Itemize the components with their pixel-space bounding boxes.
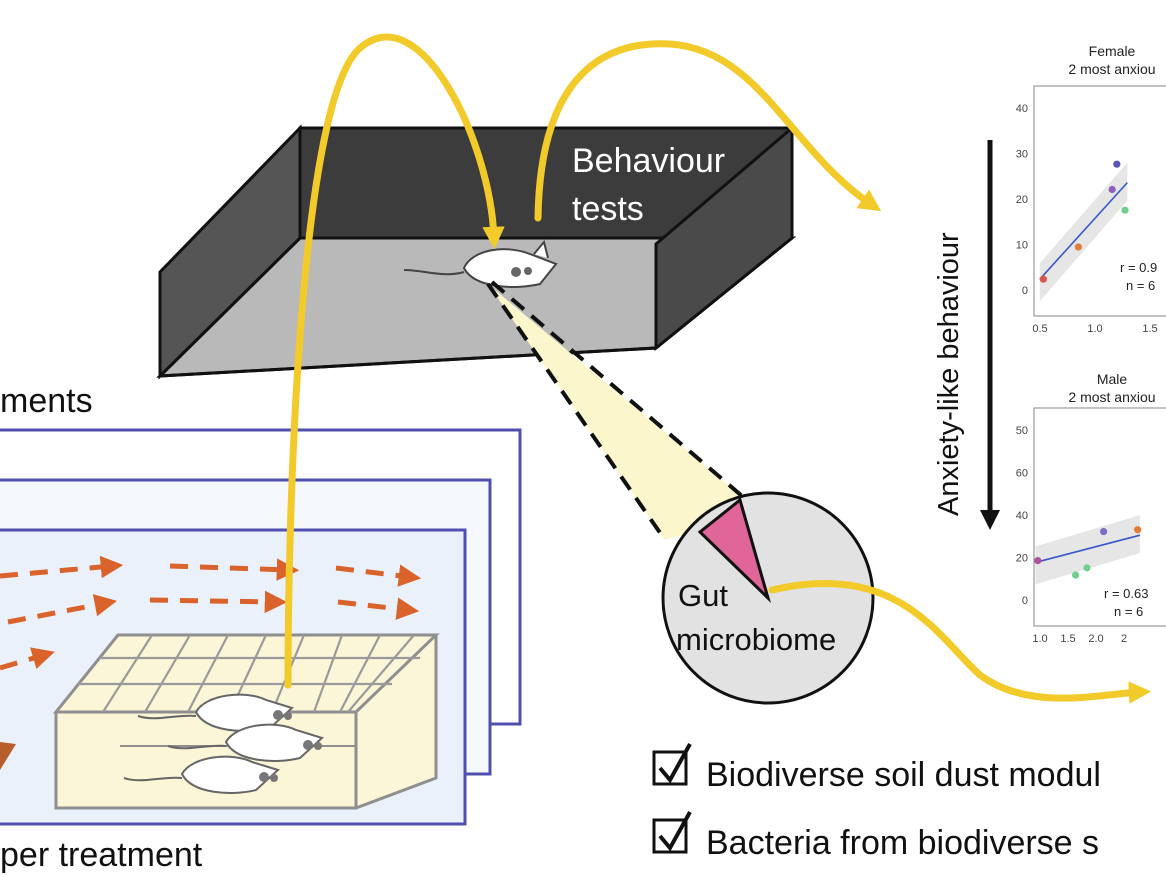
behaviour-label-line1: Behaviour: [572, 142, 725, 180]
conclusion-item: Bacteria from biodiverse s: [652, 811, 1099, 862]
x-tick-label: 2.0: [1088, 633, 1103, 645]
per-treatment-label: per treatment: [0, 836, 203, 874]
conclusion-text: Biodiverse soil dust modul: [706, 756, 1101, 794]
y-tick-label: 40: [1016, 510, 1028, 522]
yellow-arrows: [284, 33, 1152, 704]
y-tick-label: 0: [1022, 285, 1028, 297]
x-tick-label: 0.5: [1032, 323, 1047, 335]
zoom-line-right: [490, 280, 772, 522]
mouse-cage: [52, 633, 440, 810]
x-tick-label: 1.5: [1060, 633, 1075, 645]
x-tick-label: 1.0: [1087, 323, 1102, 335]
confidence-band: [1035, 515, 1140, 585]
male-plot-n: n = 6: [1114, 604, 1143, 619]
female-plot-r: r = 0.9: [1120, 260, 1157, 275]
dashed-arrow: [149, 590, 288, 614]
dashed-arrows: [0, 555, 422, 671]
dashed-arrow: [0, 647, 55, 671]
checkmark-icon: [658, 811, 692, 852]
male-scatter-plot: Male 2 most anxiou r = 0.63 n = 6 0 20 40 6…: [1016, 371, 1166, 645]
scatter-point: [1083, 564, 1091, 572]
fit-line: [1039, 182, 1128, 280]
dashed-arrow: [7, 594, 118, 625]
y-tick-label: 10: [1016, 240, 1028, 252]
arrow-fragment-icon: [0, 742, 16, 770]
scatter-point: [1121, 206, 1129, 214]
caged-mice: [123, 693, 324, 794]
female-plot-n: n = 6: [1126, 278, 1155, 293]
scatter-point: [1074, 243, 1082, 251]
y-tick-label: 60: [1016, 468, 1028, 480]
arrow-microbiome-to-plot: [768, 580, 1152, 704]
conclusion-list: Biodiverse soil dust modul Bacteria from…: [652, 743, 1101, 862]
zoom-cone: [488, 284, 760, 540]
dashed-arrow: [337, 597, 420, 620]
checkmark-icon: [658, 743, 692, 784]
y-tick-label: 50: [1016, 425, 1028, 437]
arrow-cage-to-arena: [284, 33, 505, 689]
behaviour-arena: Behaviour tests: [156, 124, 797, 380]
dashed-arrow: [0, 555, 124, 579]
y-tick-label: 0: [1022, 595, 1028, 607]
treatments-label: ments: [0, 382, 93, 420]
scatter-point: [1072, 571, 1080, 579]
scatter-point: [1034, 557, 1042, 565]
dashed-arrow: [335, 564, 422, 587]
anxiety-axis-title: Anxiety-like behaviour: [933, 232, 965, 516]
gut-label-line1: Gut: [678, 578, 728, 613]
female-scatter-plot: Female 2 most anxiou r = 0.9 n = 6 0 10 20…: [1016, 43, 1166, 335]
male-plot-title: Male: [1097, 371, 1128, 387]
gut-label-line2: microbiome: [676, 622, 836, 657]
conclusion-item: Biodiverse soil dust modul: [652, 743, 1101, 794]
scatter-point: [1113, 160, 1121, 168]
y-tick-label: 30: [1016, 149, 1028, 161]
male-plot-subtitle: 2 most anxiou: [1068, 389, 1155, 405]
y-tick-label: 20: [1016, 194, 1028, 206]
x-tick-label: 1.5: [1142, 323, 1157, 335]
gut-microbiome-pie: Gut microbiome: [661, 491, 875, 705]
scatter-point: [1100, 527, 1108, 536]
scatter-point: [1134, 526, 1142, 534]
scatter-point: [1039, 275, 1047, 283]
x-tick-label: 2: [1121, 633, 1127, 645]
pie-slice: [697, 497, 771, 603]
test-mouse-icon: [403, 239, 558, 288]
arrow-arena-to-plot: [534, 40, 882, 222]
dashed-arrow: [169, 558, 300, 581]
female-plot-title: Female: [1089, 43, 1136, 59]
female-plot-subtitle: 2 most anxiou: [1068, 61, 1155, 77]
scatter-point: [1108, 185, 1116, 194]
behaviour-label-line2: tests: [572, 190, 644, 228]
fit-line: [1035, 534, 1141, 564]
x-tick-label: 1.0: [1032, 633, 1047, 645]
y-tick-label: 40: [1016, 103, 1028, 115]
male-plot-r: r = 0.63: [1104, 586, 1148, 601]
y-tick-label: 20: [1016, 553, 1028, 565]
conclusion-text: Bacteria from biodiverse s: [706, 824, 1099, 862]
